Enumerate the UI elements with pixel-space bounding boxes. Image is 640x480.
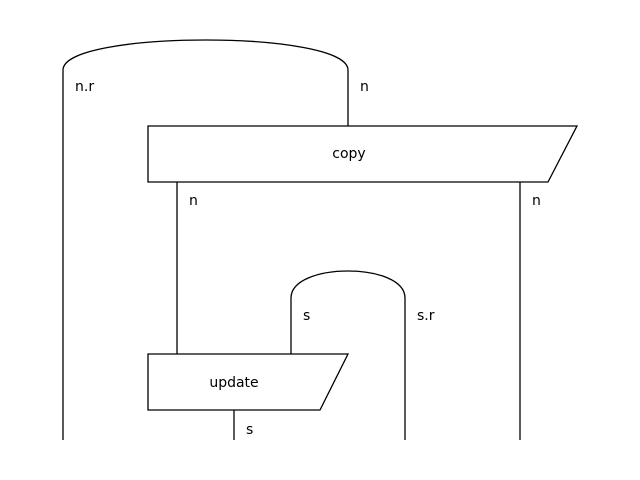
copy-box-label: copy xyxy=(332,146,365,162)
wire-label-copy-output-left-n: n xyxy=(189,193,198,209)
middle-cup-wire xyxy=(290,270,406,440)
wire-label-update-input-s: s xyxy=(303,308,310,324)
wire-label-copy-input-n: n xyxy=(360,79,369,95)
update-box-label: update xyxy=(209,375,258,391)
wire-label-n-r: n.r xyxy=(75,79,94,95)
wire-label-s-r: s.r xyxy=(417,308,435,324)
wire-label-update-output-s: s xyxy=(246,422,253,438)
update-box: update xyxy=(147,353,350,411)
top-cup-wire xyxy=(62,39,349,440)
wire-label-copy-output-right-n: n xyxy=(532,193,541,209)
copy-box: copy xyxy=(147,125,579,183)
